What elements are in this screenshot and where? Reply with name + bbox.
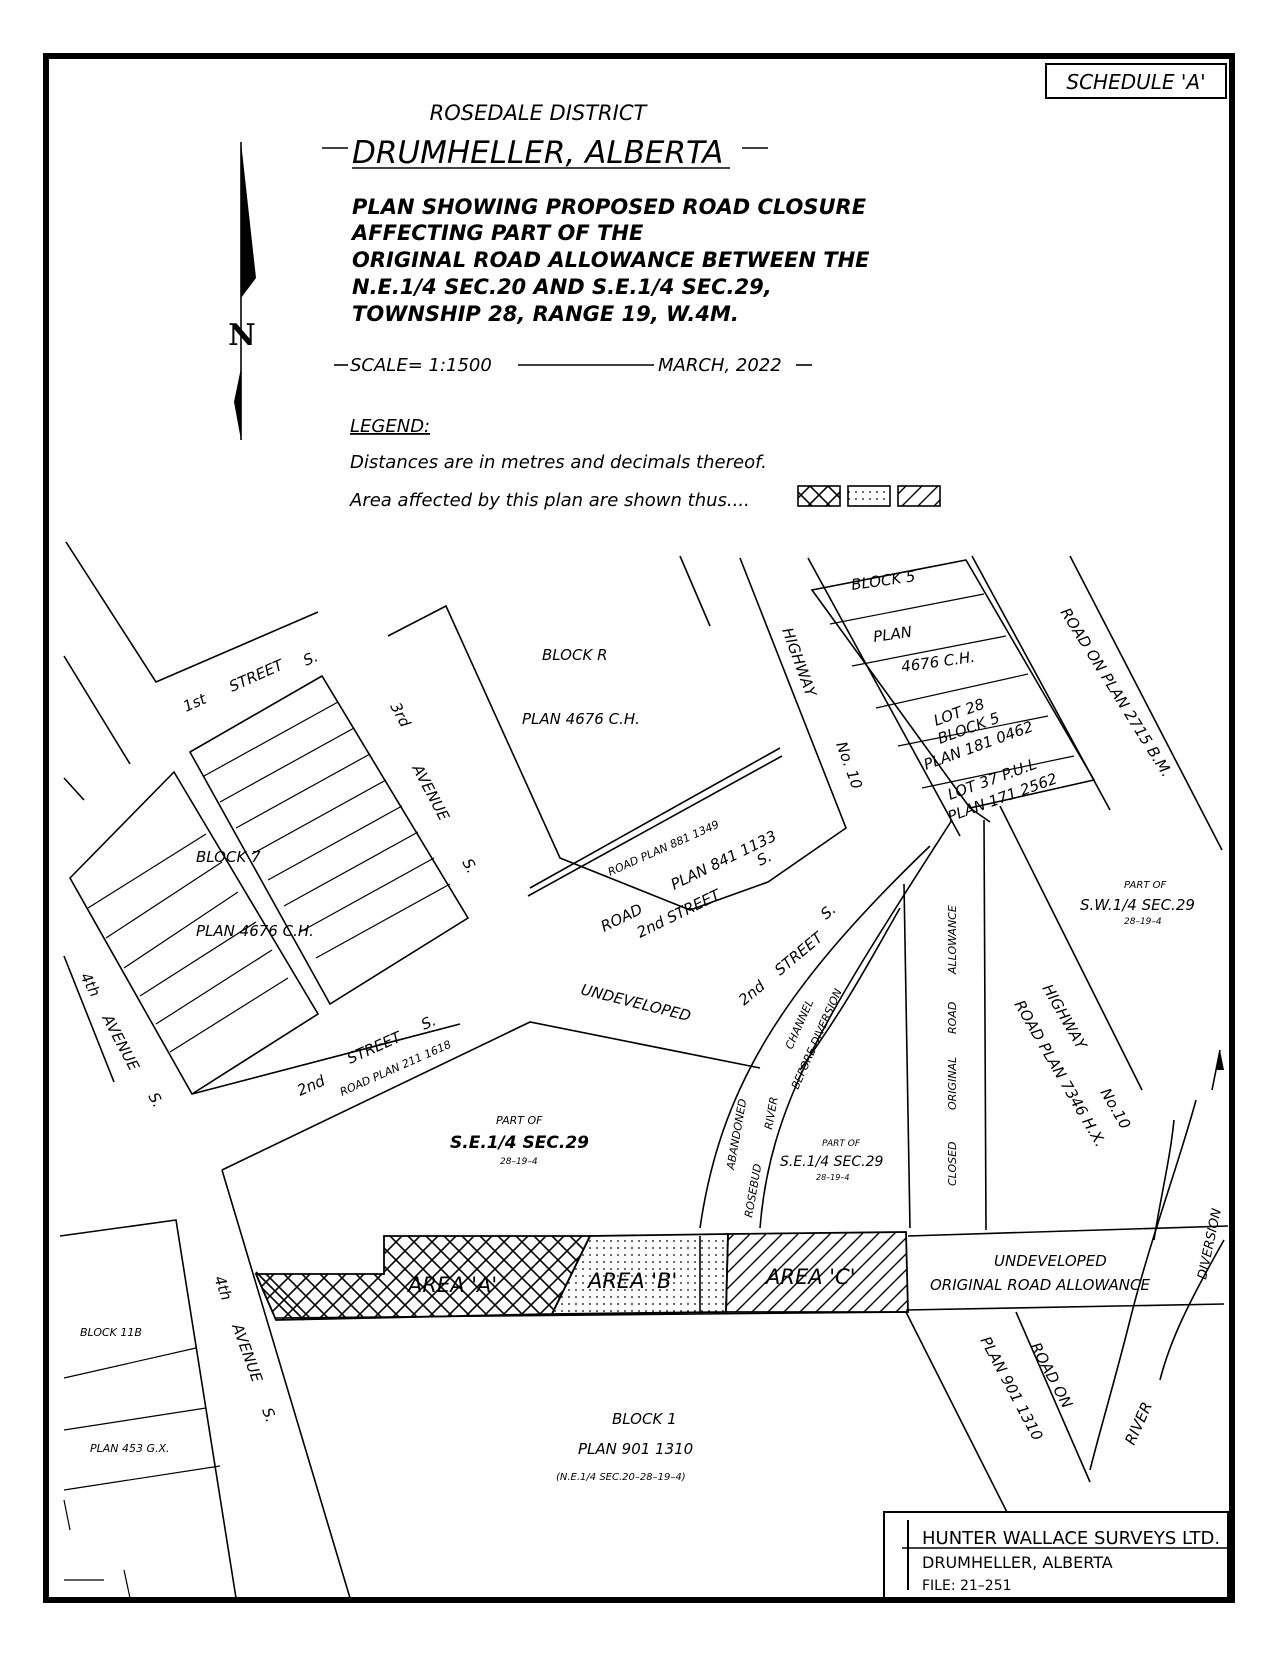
north-label: N	[228, 318, 255, 353]
undeveloped-label: UNDEVELOPED	[994, 1252, 1107, 1270]
highway-label: No.10	[1097, 1085, 1135, 1132]
file-number: FILE: 21–251	[922, 1578, 1012, 1594]
diversion-label: DIVERSION	[1195, 1207, 1225, 1281]
date-label: MARCH, 2022	[658, 355, 782, 376]
block-label: BLOCK 5	[850, 567, 917, 594]
river-label: ABANDONED	[724, 1098, 749, 1172]
quarter-label: PART OF	[1124, 880, 1166, 891]
legend-crosshatch-swatch	[797, 485, 841, 507]
avenue-label: AVENUE	[228, 1320, 266, 1385]
block-label: BLOCK 1	[612, 1410, 677, 1428]
plan-label: 4676 C.H.	[900, 648, 976, 676]
street-label: S.	[418, 1011, 438, 1033]
river-label: RIVER	[1121, 1399, 1156, 1447]
block-label: BLOCK 7	[196, 848, 261, 866]
description-line: AFFECTING PART OF THE	[350, 221, 644, 245]
street-label: S.	[817, 900, 840, 923]
north-arrow-icon: N	[228, 142, 256, 440]
closed-road-label: CLOSED	[946, 1141, 959, 1186]
block-label: BLOCK 11B	[80, 1326, 142, 1339]
highway-label: No. 10	[832, 739, 866, 791]
quarter-label: 28–19–4	[816, 1173, 849, 1182]
street-label: 2nd	[735, 977, 769, 1009]
street-label: 1st	[180, 689, 210, 715]
undeveloped-label: ORIGINAL ROAD ALLOWANCE	[930, 1276, 1150, 1294]
company-location: DRUMHELLER, ALBERTA	[922, 1553, 1113, 1572]
map-linework	[59, 541, 1229, 1599]
quarter-label: S.E.1/4 SEC.29	[450, 1133, 589, 1153]
avenue-label: S.	[458, 855, 481, 876]
closed-road-label: ALLOWANCE	[946, 905, 959, 975]
legend-dotted-swatch	[847, 485, 891, 507]
legend-areas: Area affected by this plan are shown thu…	[349, 490, 750, 511]
street-label: S.	[300, 647, 320, 669]
quarter-label: PART OF	[822, 1139, 861, 1149]
title-block: HUNTER WALLACE SURVEYS LTD. DRUMHELLER, …	[883, 1511, 1229, 1599]
area-c-label: AREA 'C'	[764, 1265, 855, 1289]
schedule-label: SCHEDULE 'A'	[1066, 70, 1205, 94]
title-block-frame	[883, 1511, 1229, 1599]
quarter-label: S.E.1/4 SEC.29	[780, 1154, 883, 1170]
highway-label: HIGHWAY	[778, 625, 820, 701]
description-line: N.E.1/4 SEC.20 AND S.E.1/4 SEC.29,	[352, 275, 772, 299]
avenue-label: S.	[258, 1405, 280, 1425]
avenue-label: 4th	[76, 969, 104, 999]
legend-diagonal-swatch	[897, 485, 941, 507]
road-plan-label: ROAD ON PLAN 2715 B.M.	[1057, 605, 1176, 781]
avenue-label: 4th	[210, 1273, 235, 1303]
quarter-label: S.W.1/4 SEC.29	[1080, 896, 1195, 914]
plan-label: PLAN 4676 C.H.	[196, 922, 314, 940]
company-name: HUNTER WALLACE SURVEYS LTD.	[922, 1528, 1220, 1549]
sheet-border	[43, 53, 1235, 1603]
quarter-label: (N.E.1/4 SEC.20–28–19–4)	[556, 1472, 686, 1483]
road-plan-label: ROAD ON	[1026, 1339, 1076, 1411]
plan-label: PLAN	[872, 623, 913, 646]
description-line: PLAN SHOWING PROPOSED ROAD CLOSURE	[352, 195, 867, 219]
avenue-label: 3rd	[386, 699, 414, 730]
area-a-label: AREA 'A'	[406, 1273, 497, 1297]
street-label: 2nd	[294, 1071, 328, 1099]
plan-description: PLAN SHOWING PROPOSED ROAD CLOSURE AFFEC…	[350, 195, 870, 326]
quarter-label: PART OF	[496, 1114, 543, 1127]
quarter-label: 28–19–4	[500, 1157, 538, 1167]
town-title: DRUMHELLER, ALBERTA	[352, 135, 723, 171]
street-label: STREET	[226, 655, 287, 695]
legend-distances: Distances are in metres and decimals the…	[350, 452, 767, 473]
description-line: ORIGINAL ROAD ALLOWANCE BETWEEN THE	[352, 248, 870, 272]
avenue-label: S.	[144, 1089, 167, 1110]
undeveloped-label: UNDEVELOPED	[579, 980, 693, 1025]
avenue-label: AVENUE	[408, 761, 453, 825]
river-label: RIVER	[762, 1096, 781, 1131]
schedule-box	[1045, 63, 1227, 99]
scale-label: SCALE= 1:1500	[350, 355, 492, 376]
street-label: S.	[754, 847, 775, 869]
quarter-label: 28–19–4	[1124, 917, 1162, 927]
avenue-label: AVENUE	[98, 1011, 143, 1075]
closed-road-label: ROAD	[946, 1002, 959, 1034]
district-label: ROSEDALE DISTRICT	[430, 101, 649, 125]
street-label: STREET	[771, 927, 828, 979]
plan-label: PLAN 453 G.X.	[90, 1442, 170, 1455]
description-line: TOWNSHIP 28, RANGE 19, W.4M.	[352, 302, 739, 326]
closed-road-label: ORIGINAL	[946, 1057, 959, 1110]
plan-label: PLAN 4676 C.H.	[522, 710, 640, 728]
block-label: BLOCK R	[542, 646, 608, 664]
area-b-label: AREA 'B'	[586, 1269, 677, 1293]
legend-title: LEGEND:	[350, 416, 430, 437]
plan-label: PLAN 901 1310	[578, 1440, 693, 1458]
